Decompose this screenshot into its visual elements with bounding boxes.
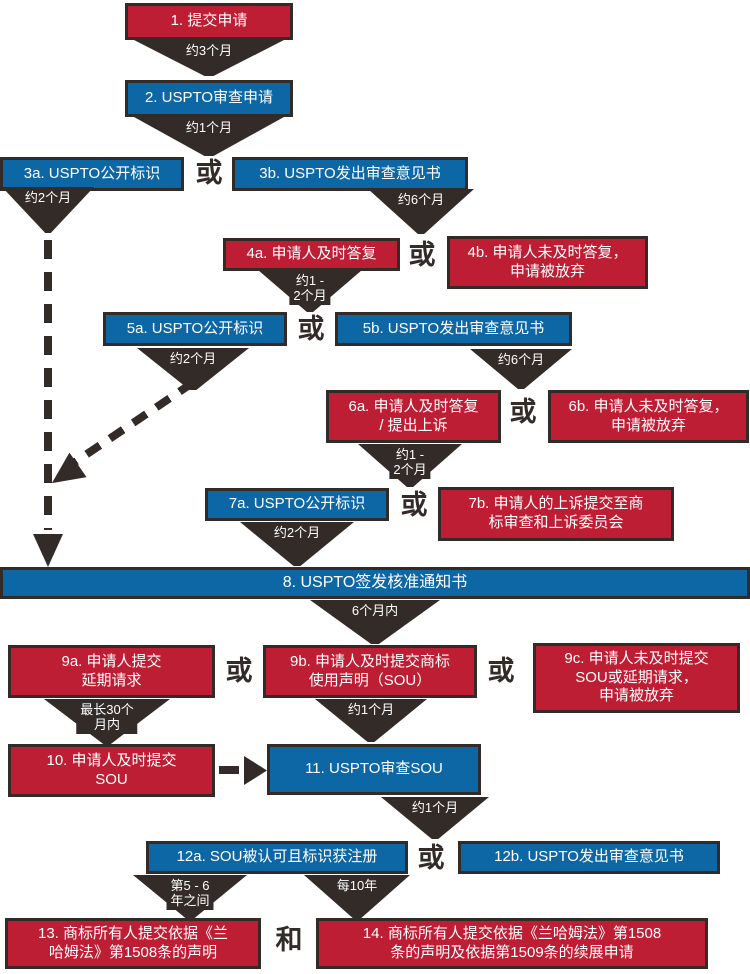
- flow-box-9c-application-abandoned: 9c. 申请人未及时提交 SOU或延期请求， 申请被放弃: [533, 643, 740, 713]
- flow-box-10-timely-sou: 10. 申请人及时提交 SOU: [8, 744, 215, 797]
- or-label: 或: [297, 314, 325, 344]
- arrow-duration-label: 约6个月: [493, 352, 549, 369]
- arrow-duration-label: 最长30个 月内: [76, 702, 138, 734]
- arrow-duration-label: 约1个月: [181, 120, 237, 137]
- flow-box-3b-office-action: 3b. USPTO发出审查意见书: [232, 157, 468, 191]
- down-arrow-3b: 约6个月: [368, 189, 474, 234]
- flow-box-12b-office-action: 12b. USPTO发出审查意见书: [458, 841, 720, 874]
- or-label: 或: [487, 656, 515, 686]
- arrowhead-icon: [244, 756, 267, 785]
- arrow-duration-label: 约6个月: [393, 192, 449, 209]
- down-arrow-9a: 最长30个 月内: [44, 699, 170, 744]
- arrow-duration-label: 约2个月: [165, 351, 221, 368]
- flow-box-1-submit-application: 1. 提交申请: [125, 3, 293, 40]
- down-arrow-1: 约3个月: [134, 40, 284, 76]
- flow-box-9b-files-sou: 9b. 申请人及时提交商标 使用声明（SOU）: [263, 645, 477, 698]
- or-label: 或: [509, 397, 537, 427]
- arrow-duration-label: 约2个月: [269, 525, 325, 542]
- down-arrow-6a: 约1 - 2个月: [358, 444, 462, 487]
- down-arrow-7a: 约2个月: [240, 522, 354, 566]
- dashed-connector-3a-to-8: [44, 240, 52, 530]
- arrow-duration-label: 约2个月: [20, 190, 76, 207]
- down-arrow-5b: 约6个月: [470, 349, 572, 389]
- flow-box-3a-publish-mark: 3a. USPTO公开标识: [0, 157, 184, 191]
- flow-box-13-section-1508-declaration: 13. 商标所有人提交依据《兰 哈姆法》第1508条的声明: [5, 918, 261, 969]
- flow-box-8-notice-of-allowance: 8. USPTO签发核准通知书: [0, 567, 750, 599]
- arrow-duration-label: 约1 - 2个月: [289, 273, 331, 305]
- or-label: 或: [408, 240, 436, 270]
- arrow-duration-label: 约3个月: [181, 43, 237, 60]
- arrow-duration-label: 约1个月: [407, 800, 463, 817]
- down-arrow-11: 约1个月: [381, 797, 489, 839]
- down-arrow-3a: 约2个月: [2, 187, 94, 233]
- arrowhead-icon: [33, 534, 63, 567]
- down-arrow-9b: 约1个月: [315, 699, 427, 742]
- down-arrow-8: 6个月内: [310, 600, 440, 644]
- flow-box-12a-mark-registered: 12a. SOU被认可且标识获注册: [146, 841, 408, 874]
- flow-box-5b-office-action: 5b. USPTO发出审查意见书: [335, 312, 572, 346]
- flow-box-5a-publish-mark: 5a. USPTO公开标识: [103, 312, 287, 346]
- flow-box-14-declaration-and-renewal: 14. 商标所有人提交依据《兰哈姆法》第1508 条的声明及依据第1509条的续…: [316, 918, 708, 969]
- flow-box-7b-appeal-to-ttab: 7b. 申请人的上诉提交至商 标审查和上诉委员会: [438, 487, 674, 541]
- flow-box-6a-response-or-appeal: 6a. 申请人及时答复 / 提出上诉: [326, 390, 501, 443]
- flow-box-4b-application-abandoned: 4b. 申请人未及时答复， 申请被放弃: [447, 236, 648, 289]
- or-label: 或: [225, 656, 253, 686]
- dashed-connector-5a-to-8: [72, 379, 195, 466]
- arrow-duration-label: 每10年: [332, 878, 382, 895]
- dashed-connector-10-to-11: [219, 766, 247, 774]
- flow-box-6b-application-abandoned: 6b. 申请人未及时答复， 申请被放弃: [548, 390, 749, 443]
- flow-box-9a-extension-request: 9a. 申请人提交 延期请求: [8, 645, 215, 698]
- arrow-duration-label: 约1个月: [343, 702, 399, 719]
- down-arrow-2: 约1个月: [134, 117, 284, 156]
- flow-box-4a-timely-response: 4a. 申请人及时答复: [223, 238, 400, 271]
- down-arrow-12-left: 第5 - 6 年之间: [133, 875, 247, 919]
- or-label: 或: [400, 490, 428, 520]
- down-arrow-12-right: 每10年: [304, 875, 410, 919]
- flow-box-7a-publish-mark: 7a. USPTO公开标识: [205, 488, 389, 521]
- down-arrow-4a: 约1 - 2个月: [258, 270, 362, 312]
- flow-box-2-uspto-reviews-application: 2. USPTO审查申请: [125, 80, 293, 117]
- flow-box-11-uspto-reviews-sou: 11. USPTO审查SOU: [267, 744, 481, 795]
- or-label: 或: [195, 158, 223, 188]
- or-label: 或: [417, 843, 445, 873]
- arrow-duration-label: 约1 - 2个月: [389, 447, 431, 479]
- arrow-duration-label: 第5 - 6 年之间: [166, 878, 214, 910]
- and-label: 和: [275, 925, 303, 955]
- arrow-duration-label: 6个月内: [347, 603, 403, 620]
